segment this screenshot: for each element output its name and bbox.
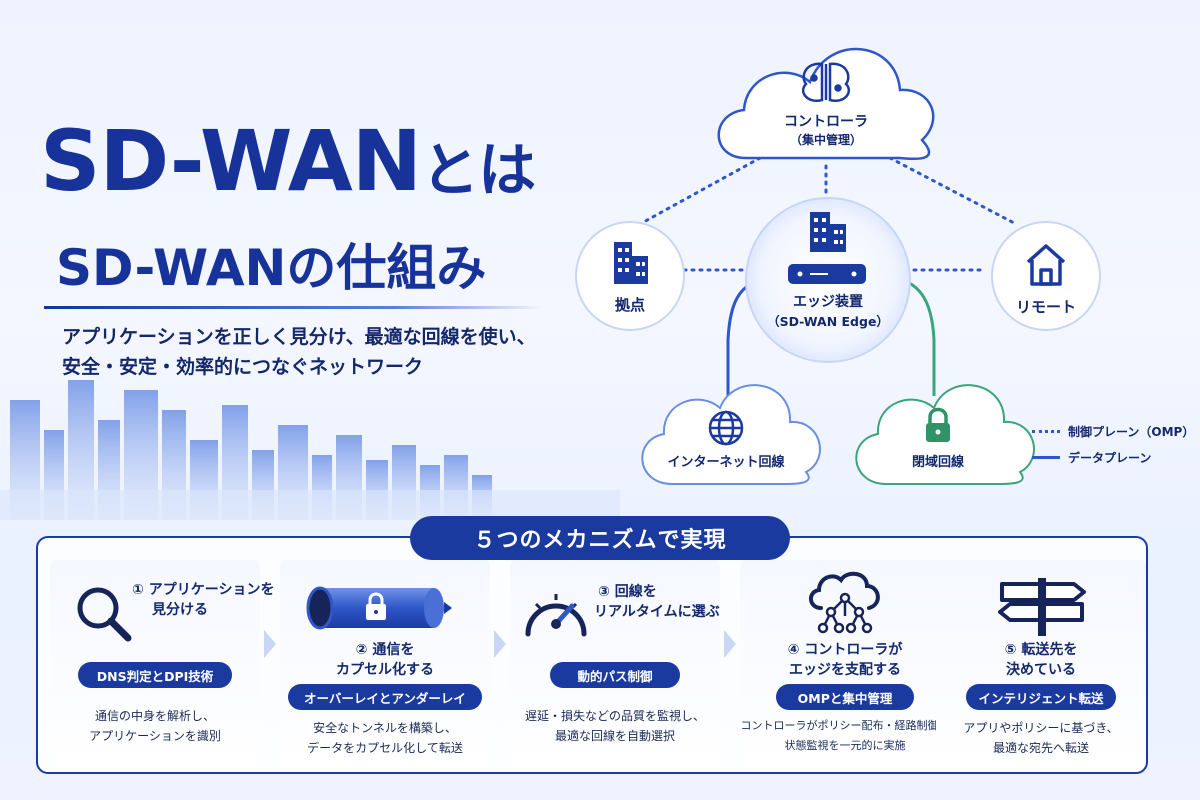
gauge-icon: [525, 594, 587, 637]
page-subtitle: SD-WANの仕組み: [56, 239, 487, 297]
mechanism-card-2: ② 通信を カプセル化する オーバーレイとアンダーレイ 安全なトンネルを構築し、…: [280, 560, 490, 766]
legend-data-label: データプレーン: [1068, 450, 1152, 465]
city-skyline-illustration: [0, 380, 620, 520]
card-1-desc: 通信の中身を解析し、 アプリケーションを識別: [50, 706, 260, 746]
card-1-heading: ① アプリケーションを 見分ける: [132, 580, 274, 620]
mechanism-card-3: ③ 回線を リアルタイムに選ぶ 動的パス制御 遅延・損失などの品質を監視し、 最…: [510, 560, 720, 766]
card-5-desc-line-2: 最適な宛先へ転送: [992, 741, 1089, 755]
edge-sublabel: （SD-WAN Edge）: [767, 314, 889, 329]
card-separator-arrow: [494, 630, 506, 658]
card-5-desc: アプリやポリシーに基づき、 最適な宛先へ転送: [936, 718, 1146, 758]
building-icon: [810, 212, 846, 252]
closed-node: 閉域回線: [855, 384, 1035, 485]
card-2-heading-line-1: ② 通信を: [355, 642, 415, 658]
card-1-desc-line-1: 通信の中身を解析し、: [94, 709, 215, 723]
edge-node: エッジ装置 （SD-WAN Edge）: [745, 197, 911, 363]
edge-label: エッジ装置: [793, 293, 863, 310]
closed-label: 閉域回線: [912, 454, 965, 470]
dotted-line-swatch: [1032, 429, 1060, 433]
card-2-pill: オーバーレイとアンダーレイ: [288, 684, 482, 710]
base-node: 拠点: [575, 221, 685, 331]
card-1-heading-line-1: ① アプリケーションを: [132, 582, 275, 598]
legend-control-plane: 制御プレーン（OMP）: [1032, 418, 1194, 444]
card-5-heading-line-2: 決めている: [1006, 662, 1076, 678]
controller-node: コントローラ （集中管理）: [717, 48, 935, 161]
card-5-pill: インテリジェント転送: [966, 684, 1116, 710]
card-2-desc-line-2: データをカプセル化して転送: [307, 741, 463, 755]
card-3-desc-line-1: 遅延・損失などの品質を監視し、: [524, 709, 705, 723]
lock-icon: [926, 407, 950, 442]
card-5-heading-line-1: ⑤ 転送先を: [1004, 642, 1078, 658]
card-2-desc: 安全なトンネルを構築し、 データをカプセル化して転送: [280, 718, 490, 758]
card-separator-arrow: [264, 630, 276, 658]
card-4-pill: OMPと集中管理: [776, 684, 914, 710]
card-5-desc-line-1: アプリやポリシーに基づき、: [963, 721, 1119, 735]
card-3-pill: 動的パス制御: [550, 662, 680, 688]
card-1-desc-line-2: アプリケーションを識別: [89, 729, 221, 743]
card-4-heading: ④ コントローラが エッジを支配する: [740, 640, 950, 680]
legend-data-plane: データプレーン: [1032, 444, 1194, 470]
mechanism-card-5: ⑤ 転送先を 決めている インテリジェント転送 アプリやポリシーに基づき、 最適…: [936, 560, 1146, 766]
building-icon: [614, 242, 648, 284]
globe-icon: [708, 410, 744, 446]
brain-icon: [801, 62, 851, 103]
diagram-legend: 制御プレーン（OMP） データプレーン: [1032, 418, 1194, 470]
card-4-desc-line-1: コントローラがポリシー配布・経路制御・: [740, 719, 950, 732]
card-4-desc: コントローラがポリシー配布・経路制御・ 状態監視を一元的に実施: [740, 716, 950, 756]
signpost-icon: [998, 578, 1086, 636]
tagline: アプリケーションを正しく見分け、最適な回線を使い、 安全・安定・効率的につなぐネ…: [62, 322, 582, 382]
internet-node: インターネット回線: [641, 384, 821, 485]
tunnel-lock-icon: [306, 586, 452, 630]
card-4-desc-line-2: 状態監視を一元的に実施: [784, 739, 906, 752]
card-2-heading: ② 通信を カプセル化する: [280, 640, 490, 680]
mechanism-card-4: ④ コントローラが エッジを支配する OMPと集中管理 コントローラがポリシー配…: [740, 560, 950, 766]
mechanisms-title: ５つのメカニズムで実現: [410, 516, 790, 560]
remote-label: リモート: [1016, 298, 1076, 316]
card-3-desc-line-2: 最適な回線を自動選択: [554, 729, 675, 743]
card-5-heading: ⑤ 転送先を 決めている: [936, 640, 1146, 680]
tagline-line-1: アプリケーションを正しく見分け、最適な回線を使い、: [62, 326, 536, 348]
cloud-network-icon: [809, 571, 880, 634]
router-icon: [788, 264, 866, 284]
card-3-heading-line-2: リアルタイムに選ぶ: [594, 604, 720, 620]
solid-line-swatch: [1032, 455, 1060, 459]
card-4-heading-line-2: エッジを支配する: [789, 662, 901, 678]
card-3-desc: 遅延・損失などの品質を監視し、 最適な回線を自動選択: [510, 706, 720, 746]
house-icon: [1026, 244, 1066, 286]
controller-sublabel: （集中管理）: [790, 132, 862, 147]
card-1-pill: DNS判定とDPI技術: [78, 662, 232, 688]
card-4-heading-line-1: ④ コントローラが: [787, 642, 903, 658]
card-1-heading-line-2: 見分ける: [152, 602, 208, 618]
magnifier-icon: [77, 587, 132, 642]
page-title-main: SD-WAN: [40, 112, 422, 210]
page-title-suffix: とは: [421, 136, 536, 204]
tagline-line-2: 安全・安定・効率的につなぐネットワーク: [62, 356, 424, 378]
internet-label: インターネット回線: [667, 454, 785, 470]
title-underline: [44, 306, 544, 309]
network-diagram: コントローラ （集中管理） 拠点: [575, 48, 1101, 485]
legend-control-label: 制御プレーン（OMP）: [1068, 424, 1195, 439]
base-label: 拠点: [615, 296, 645, 314]
controller-label: コントローラ: [784, 114, 868, 130]
card-2-desc-line-1: 安全なトンネルを構築し、: [313, 721, 457, 735]
card-2-heading-line-2: カプセル化する: [336, 662, 434, 678]
card-3-heading-line-1: ③ 回線を: [598, 584, 657, 600]
mechanism-card-1: ① アプリケーションを 見分ける DNS判定とDPI技術 通信の中身を解析し、 …: [50, 560, 274, 766]
remote-node: リモート: [991, 221, 1101, 331]
page-title: SD-WANとは: [40, 112, 536, 210]
card-separator-arrow: [724, 630, 736, 658]
card-3-heading: ③ 回線を リアルタイムに選ぶ: [594, 582, 720, 622]
